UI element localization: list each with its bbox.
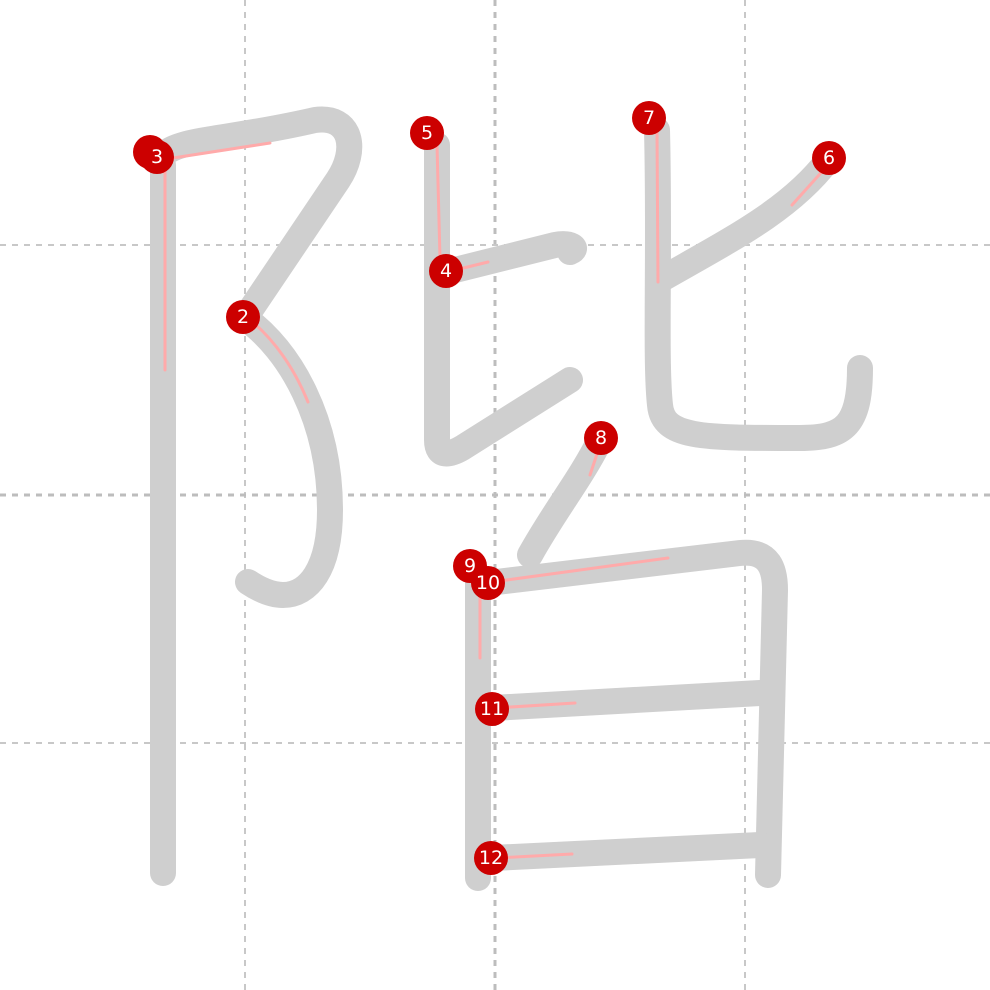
stroke-marker-10-circle xyxy=(471,566,505,600)
stroke-marker-6-circle xyxy=(812,141,846,175)
stroke-marker-11-label: 11 xyxy=(480,698,504,720)
stroke-marker-10: 10 xyxy=(471,566,505,600)
stroke-marker-3-label: 3 xyxy=(151,146,163,168)
stroke-marker-12-label: 12 xyxy=(479,847,503,869)
stroke-start-indicators xyxy=(158,128,830,860)
stroke-marker-2-circle xyxy=(226,300,260,334)
stroke-marker-6: 6 xyxy=(812,141,846,175)
stroke-marker-5-label: 5 xyxy=(421,122,433,144)
stroke-4 xyxy=(434,231,587,285)
stroke-marker-9-label: 9 xyxy=(464,555,476,577)
stroke-marker-8-label: 8 xyxy=(595,427,607,449)
stroke-marker-7-label: 7 xyxy=(643,107,655,129)
stroke-1 xyxy=(147,106,363,331)
stroke-marker-7: 7 xyxy=(632,101,666,135)
stroke-marker-12-circle xyxy=(474,841,508,875)
stroke-10 xyxy=(475,539,788,888)
stroke-marker-10-label: 10 xyxy=(476,572,500,594)
stroke-marker-11: 11 xyxy=(475,692,509,726)
stroke-start-1 xyxy=(158,141,272,162)
stroke-8 xyxy=(517,427,613,568)
stroke-marker-7-circle xyxy=(632,101,666,135)
stroke-marker-5: 5 xyxy=(410,116,444,150)
stroke-start-2 xyxy=(248,318,310,404)
stroke-6 xyxy=(647,147,841,293)
stroke-number-markers: 1 3 2 5 4 7 6 xyxy=(133,101,846,875)
stroke-start-10 xyxy=(490,556,670,584)
stroke-start-7 xyxy=(655,128,660,284)
stroke-marker-2: 2 xyxy=(226,300,260,334)
stroke-marker-8-circle xyxy=(584,421,618,455)
stroke-marker-8: 8 xyxy=(584,421,618,455)
stroke-marker-3-circle xyxy=(140,140,174,174)
stroke-start-5 xyxy=(435,143,442,260)
stroke-marker-2-label: 2 xyxy=(237,306,249,328)
stroke-marker-4: 4 xyxy=(429,254,463,288)
stroke-marker-4-circle xyxy=(429,254,463,288)
stroke-marker-6-label: 6 xyxy=(823,147,835,169)
character-strokes xyxy=(147,106,873,891)
stroke-marker-5-circle xyxy=(410,116,444,150)
stroke-marker-11-circle xyxy=(475,692,509,726)
stroke-5 xyxy=(424,132,583,467)
stroke-marker-4-label: 4 xyxy=(440,260,452,282)
stroke-marker-3: 3 xyxy=(140,140,174,174)
stroke-marker-12: 12 xyxy=(474,841,508,875)
